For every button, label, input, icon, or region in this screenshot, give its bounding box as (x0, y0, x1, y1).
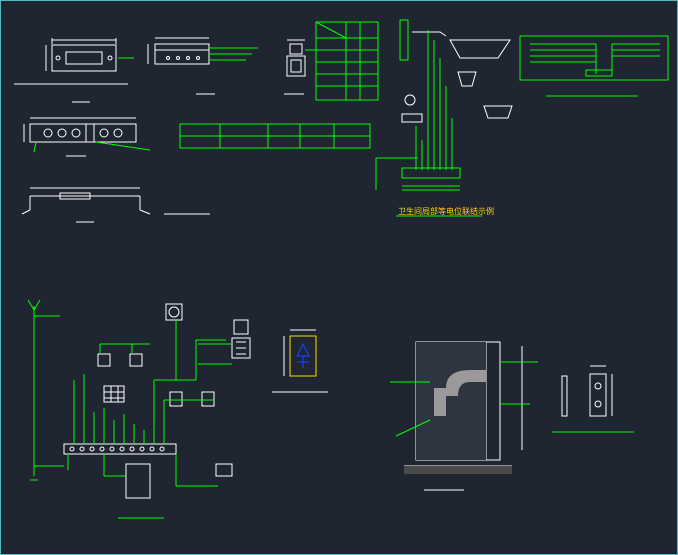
terminal-wiring-table (519, 35, 669, 97)
pipe-clamp-detail (198, 319, 251, 365)
terminal-box-elevation-detail (147, 37, 258, 95)
material-table-middle (179, 123, 371, 149)
bus-bar-detail (23, 117, 151, 157)
junction-box-small-detail (284, 39, 318, 95)
material-table-top (315, 21, 379, 101)
wall-section-detail (390, 341, 538, 491)
bathroom-detail-title: 卫生间局部等电位联结示例 (398, 206, 494, 216)
equipotential-box-symbol (272, 329, 328, 393)
grounding-bar-detail (552, 365, 634, 433)
bus-bar-section-detail (21, 187, 210, 223)
terminal-box-plan-detail (14, 38, 134, 103)
bathroom-equipotential-riser: 卫生间局部等电位联结示例 (375, 19, 513, 217)
equipotential-system-diagram (27, 299, 233, 519)
